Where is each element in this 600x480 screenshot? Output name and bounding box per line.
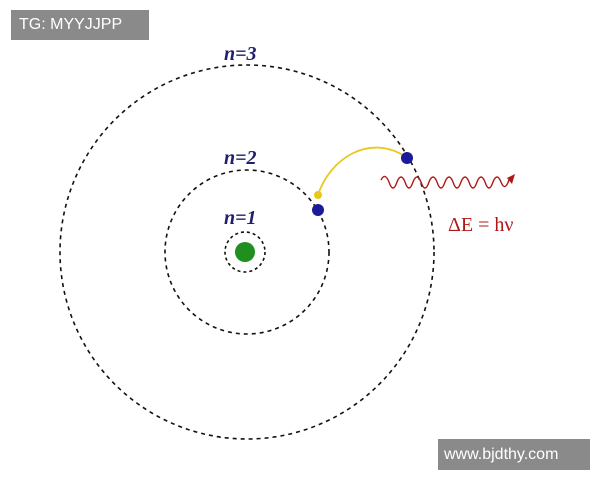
transition-arc xyxy=(317,146,407,196)
orbit-n1 xyxy=(224,231,266,273)
watermark-top: TG: MYYJJPP xyxy=(11,10,149,40)
watermark-bottom: www.bjdthy.com xyxy=(438,439,590,470)
orbit-n2 xyxy=(164,169,330,335)
orbit-n3 xyxy=(59,64,435,440)
photon-wave-icon xyxy=(380,175,510,189)
orbit-label-n3: n=3 xyxy=(224,43,257,65)
energy-equation: ΔE = hν xyxy=(448,214,513,236)
orbit-label-n1: n=1 xyxy=(224,207,257,229)
orbit-label-n2: n=2 xyxy=(224,147,257,169)
arc-end-dot xyxy=(314,191,322,199)
electron-icon xyxy=(401,152,413,164)
nucleus-icon xyxy=(235,242,255,262)
photon-arrowhead-icon xyxy=(507,174,515,184)
electron-icon xyxy=(312,204,324,216)
